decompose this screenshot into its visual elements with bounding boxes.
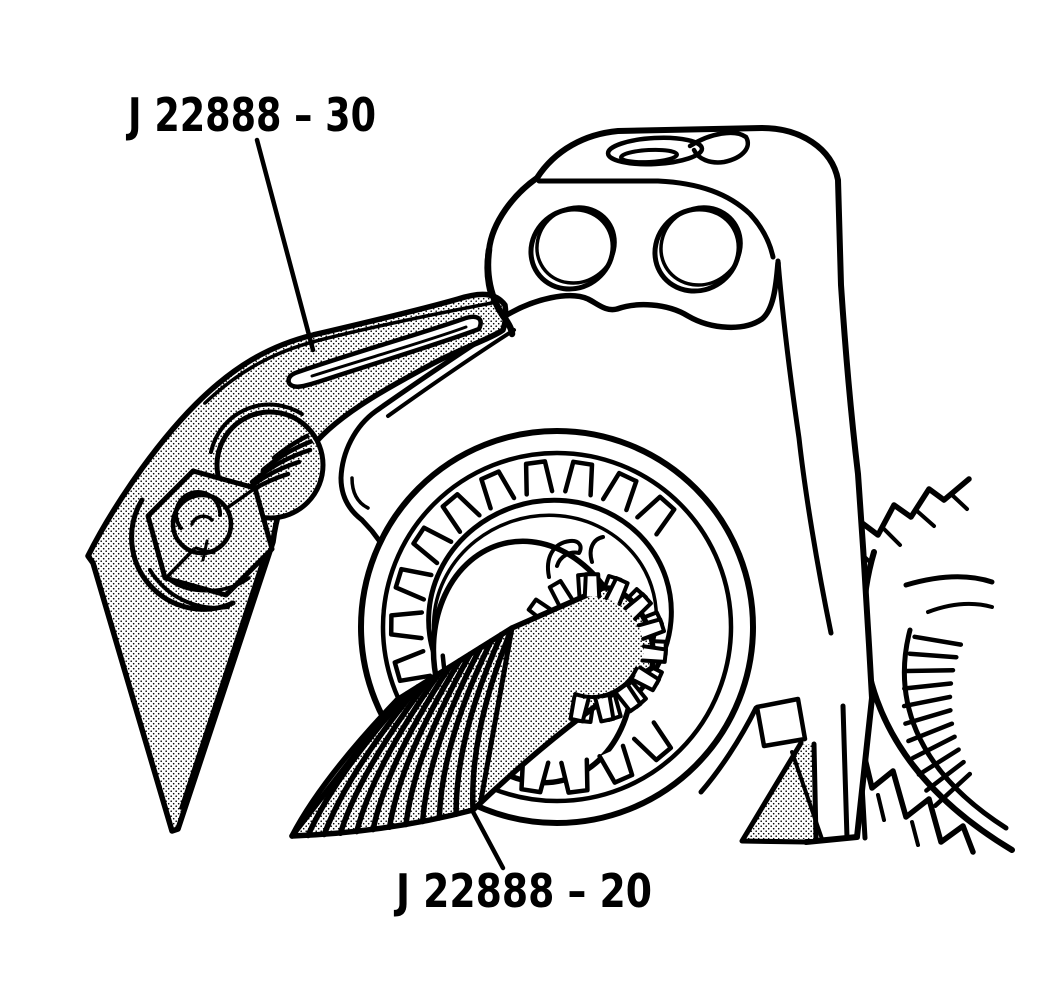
bore-clip-hook <box>546 538 583 579</box>
bracket-top-fold <box>536 178 776 260</box>
bracket-fold-line-inner <box>386 328 516 418</box>
puller-stud-collar <box>209 402 304 454</box>
puller-arm-shank-inner-line <box>179 545 269 810</box>
bracket-waist-line <box>502 260 781 330</box>
bracket-foot-diagonal <box>790 750 824 841</box>
adjacent-gear-step-arc2 <box>926 602 994 614</box>
adjacent-gear-teeth-bottom-accents <box>876 793 920 847</box>
gear-rim-inner-line <box>380 450 734 804</box>
adjacent-gear-teeth-bottom <box>858 739 976 855</box>
hole-left-depth <box>535 205 617 285</box>
adjacent-gear-hub-arc <box>901 627 1009 831</box>
splined-hub-front <box>568 572 668 724</box>
top-slot-inner <box>619 147 679 165</box>
bracket-body-fill <box>487 128 872 842</box>
bracket-lower-curve <box>698 705 759 795</box>
tool-label-lower: J 22888 – 20 <box>394 864 652 918</box>
puller-arm-slot-inner-line <box>310 325 468 378</box>
nut-boss <box>170 492 234 556</box>
forcing-screw-threads <box>289 625 515 839</box>
leader-line-lower <box>469 807 506 871</box>
adjacent-gear-step-arc <box>903 574 995 588</box>
sprocket-teeth-lower <box>519 720 674 795</box>
adjacent-gear-hatching <box>901 634 973 808</box>
bracket-hole-right <box>652 205 743 294</box>
bracket-left-edge-overlay <box>484 246 516 338</box>
bracket-hole-left <box>528 205 617 292</box>
nut-spiral <box>174 490 223 530</box>
bracket-fold-hook <box>350 476 370 510</box>
nut-washer-arc2 <box>148 568 230 610</box>
adjacent-gear-teeth-top-accents <box>854 492 969 565</box>
bore-clip-hook2 <box>588 535 605 564</box>
bracket-outline <box>484 125 875 845</box>
puller-arm-top-inner-line <box>203 300 499 405</box>
forcing-screw-step-line <box>478 625 515 803</box>
mounting-bracket <box>338 125 875 845</box>
nut-facet-lines <box>165 487 256 593</box>
bracket-notch <box>754 696 808 749</box>
annotations: J 22888 – 30 J 22888 – 20 <box>126 88 652 918</box>
puller-arm-tool <box>85 291 509 834</box>
bracket-foot-edges <box>739 703 850 845</box>
tool-label-upper: J 22888 – 30 <box>126 88 376 142</box>
puller-nut <box>129 468 275 612</box>
nut-spiral-inner <box>190 514 214 526</box>
bracket-top-slot <box>605 130 751 167</box>
bracket-inner-right-line <box>775 258 834 636</box>
hole-right-depth <box>659 205 743 287</box>
leader-line-upper <box>254 137 316 353</box>
puller-arm-body <box>85 291 509 834</box>
nut-cross-mark <box>194 539 216 562</box>
top-slot-tail <box>687 130 751 165</box>
